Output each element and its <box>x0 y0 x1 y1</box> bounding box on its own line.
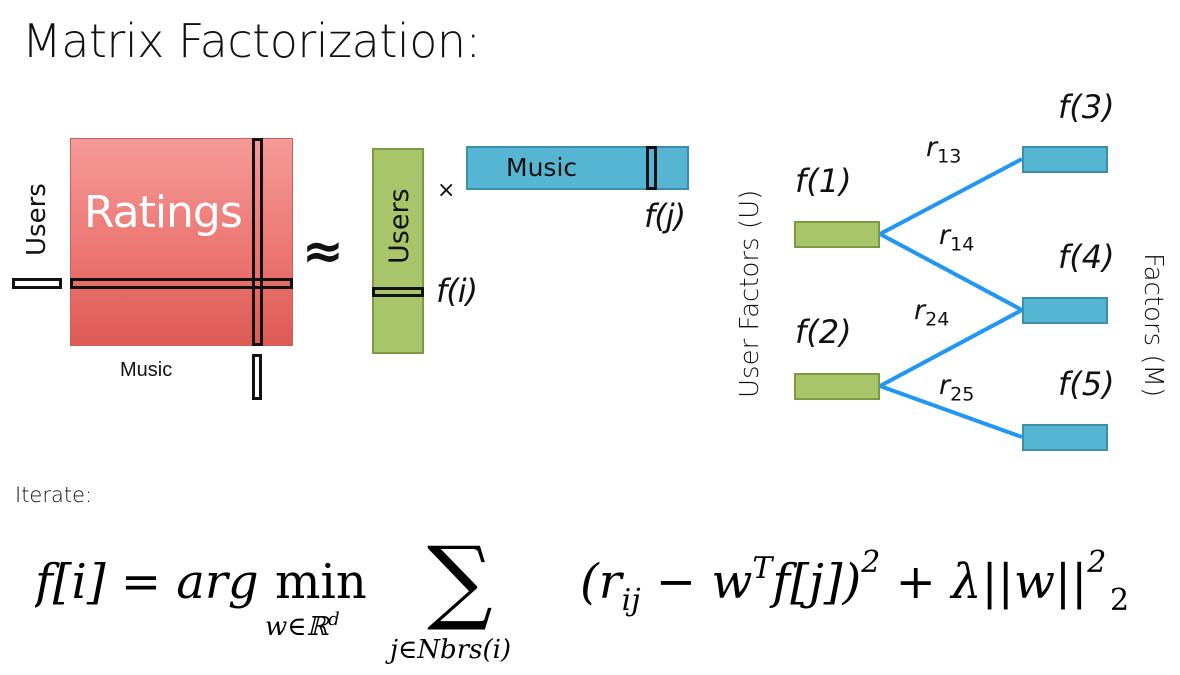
user-node-2 <box>794 373 880 400</box>
formula-min-subscript-text: w∈ℝ <box>265 612 330 642</box>
music-node-3-label: f(3) <box>1058 88 1115 126</box>
edge-label-subscript: 14 <box>950 233 975 256</box>
music-factor-matrix <box>466 146 689 190</box>
formula-min: min <box>275 554 367 610</box>
music-factor-column-label: f(j) <box>644 197 686 235</box>
music-factors-axis-label: Factors (M) <box>1138 253 1168 398</box>
formula-square: 2 <box>860 545 880 580</box>
music-node-5-label: f(5) <box>1058 365 1115 403</box>
formula-min-subscript-sup: d <box>328 609 340 630</box>
user-node-1-label: f(1) <box>795 162 852 200</box>
edge-label-r14: r14 <box>939 220 974 255</box>
formula-min-subscript: w∈ℝd <box>265 609 340 642</box>
edge-label-subscript: 13 <box>937 145 962 168</box>
music-node-4 <box>1022 297 1108 324</box>
ratings-matrix <box>70 138 293 346</box>
ratings-columns-label: Music <box>120 359 173 381</box>
edge-label-r24: r24 <box>914 295 949 330</box>
user-factor-row-label: f(i) <box>436 272 478 310</box>
edge-label-letter: r <box>926 132 938 163</box>
edge-label-subscript: 25 <box>950 383 975 406</box>
page-title: Matrix Factorization: <box>22 14 481 68</box>
user-factor-row-highlight <box>372 287 424 297</box>
edge-label-subscript: 24 <box>925 308 950 331</box>
formula-lhs: f[i] = arg <box>35 554 259 610</box>
user-node-1 <box>794 221 880 248</box>
formula-term-subscript: ij <box>622 583 641 618</box>
user-factor-matrix <box>372 148 424 354</box>
edge-label-letter: r <box>939 220 951 251</box>
edge-r13 <box>879 157 1023 236</box>
edge-r14 <box>879 232 1023 312</box>
formula-regularizer: + λ||w|| <box>880 554 1087 610</box>
music-node-4-label: f(4) <box>1058 238 1115 276</box>
ratings-row-highlight <box>70 278 293 289</box>
sum-symbol: ∑ <box>427 530 493 634</box>
iterate-label: Iterate: <box>15 483 93 507</box>
edge-label-r13: r13 <box>926 132 961 167</box>
edge-r24 <box>879 308 1023 388</box>
formula-term-open: (r <box>580 554 625 610</box>
formula-term-mid: − w <box>641 554 753 610</box>
ratings-column-highlight <box>252 138 263 346</box>
formula-regularizer-sub: 2 <box>1110 583 1129 618</box>
music-factor-column-highlight <box>646 146 657 190</box>
formula-term-end: f[j]) <box>769 554 861 610</box>
edge-r25 <box>879 384 1023 439</box>
music-node-5 <box>1022 424 1108 451</box>
formula-sum-subscript: j∈Nbrs(i) <box>385 635 511 665</box>
ratings-matrix-label: Ratings <box>84 187 243 238</box>
user-row-vector <box>12 278 62 289</box>
formula-term: (rij − wTf[j])2 + λ||w||2 <box>580 545 1106 618</box>
formula-term-superscript: T <box>752 551 774 586</box>
user-factors-axis-label: User Factors (U) <box>735 189 765 398</box>
edge-label-letter: r <box>914 295 926 326</box>
update-formula: f[i] = arg min w∈ℝd ∑ j∈Nbrs(i) (rij − w… <box>35 530 1129 665</box>
edge-label-r25: r25 <box>939 370 974 405</box>
edge-label-letter: r <box>939 370 951 401</box>
music-column-vector <box>252 354 262 400</box>
music-node-3 <box>1022 146 1108 173</box>
approx-symbol: ≈ <box>302 222 344 280</box>
user-node-2-label: f(2) <box>795 313 852 351</box>
music-factor-matrix-label: Music <box>506 153 578 182</box>
formula-regularizer-sup: 2 <box>1086 545 1106 580</box>
times-symbol: × <box>437 178 456 203</box>
